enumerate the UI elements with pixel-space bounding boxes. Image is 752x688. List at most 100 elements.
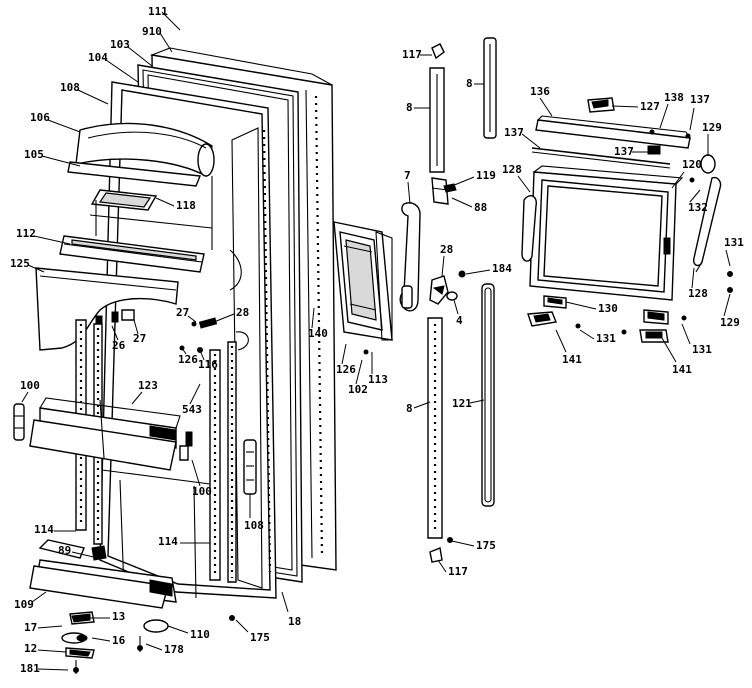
leader-line (112, 326, 118, 340)
leader-line (408, 182, 410, 204)
leader-line (72, 552, 98, 558)
part-number-label: 136 (530, 85, 550, 98)
callout-c125: 125 (10, 257, 44, 272)
leader-line (690, 108, 694, 130)
callout-c16: 16 (92, 634, 126, 647)
side-handle-128-left (522, 196, 536, 261)
leader-line (38, 669, 68, 670)
callout-c175a: 175 (236, 620, 270, 644)
leader-line (682, 324, 690, 344)
part-number-label: 184 (492, 262, 512, 275)
part-number-label: 910 (142, 25, 162, 38)
leader-line (690, 190, 700, 202)
part-number-label: 113 (368, 373, 388, 386)
trim-8-lower (428, 318, 442, 538)
callout-c8a: 8 (406, 101, 430, 114)
part-number-label: 128 (502, 163, 522, 176)
callout-c103: 103 (110, 38, 152, 66)
trim-8-tall (484, 38, 496, 138)
part-number-label: 137 (690, 93, 710, 106)
callout-c131c: 131 (682, 324, 712, 356)
callout-c105: 105 (24, 148, 80, 166)
part-number-label: 100 (20, 379, 40, 392)
part-number-label: 128 (688, 287, 708, 300)
callout-c138: 138 (660, 91, 684, 128)
leader-line (414, 402, 430, 408)
bracket-119 (432, 178, 456, 204)
callout-c184: 184 (466, 262, 512, 275)
leader-line (34, 236, 70, 244)
leader-line (106, 60, 138, 82)
callout-c121: 121 (452, 397, 484, 410)
part-number-label: 131 (596, 332, 616, 345)
callout-c26: 26 (112, 326, 126, 352)
leader-line (466, 270, 490, 274)
part-number-label: 8 (406, 402, 413, 415)
leader-line (92, 638, 110, 641)
leader-line (566, 302, 596, 309)
callout-c137a: 137 (690, 93, 710, 130)
part-number-label: 117 (448, 565, 468, 578)
part-number-label: 17 (24, 621, 37, 634)
callout-c127: 127 (612, 100, 660, 113)
part-number-label: 114 (34, 523, 54, 536)
hinge-130 (544, 296, 668, 324)
trim-strip-137 (532, 146, 670, 168)
leader-line (442, 256, 444, 276)
callout-c7: 7 (404, 169, 411, 204)
part-number-label: 181 (20, 662, 40, 675)
part-number-label: 100 (192, 485, 212, 498)
part-number-label: 109 (14, 598, 34, 611)
callout-c132: 132 (688, 190, 708, 214)
vent-118 (92, 190, 156, 210)
leader-line (214, 314, 234, 322)
part-number-label: 108 (60, 81, 80, 94)
leader-line (128, 47, 152, 66)
callout-c17: 17 (24, 621, 62, 634)
part-number-label: 175 (250, 631, 270, 644)
trim-108 (244, 440, 256, 494)
callout-c175b: 175 (452, 539, 496, 552)
part-number-label: 105 (24, 148, 44, 161)
hinge-117-lower (430, 538, 453, 563)
leader-line (28, 265, 44, 272)
part-number-label: 120 (682, 158, 702, 171)
hinge-141 (528, 312, 668, 342)
leader-line (182, 348, 186, 354)
leader-line (48, 120, 80, 132)
right-screws (682, 272, 733, 321)
part-number-label: 28 (236, 306, 249, 319)
dispenser-frame (530, 166, 682, 300)
callout-c126: 126 (178, 348, 198, 366)
part-number-label: 112 (16, 227, 36, 240)
part-number-label: 130 (598, 302, 618, 315)
leader-line (282, 592, 288, 612)
leader-line (540, 98, 552, 116)
leader-line (312, 308, 314, 328)
part-number-label: 28 (440, 243, 453, 256)
part-number-label: 88 (474, 201, 487, 214)
callout-c181: 181 (20, 662, 68, 675)
callout-c100b: 100 (192, 460, 212, 498)
callout-c28: 28 (214, 306, 249, 322)
rail-112 (60, 236, 204, 272)
callout-c117a: 117 (402, 48, 432, 61)
callout-c129a: 129 (702, 121, 722, 156)
callout-c112: 112 (16, 227, 70, 244)
leader-line (42, 156, 80, 166)
callout-c116: 116 (198, 350, 218, 371)
callout-c102: 102 (348, 360, 368, 396)
part-number-label: 27 (133, 332, 146, 345)
leader-line (160, 33, 172, 52)
leader-line (692, 268, 694, 288)
callout-c543: 543 (182, 384, 202, 416)
screw-175-left (230, 616, 235, 621)
part-number-label: 106 (30, 111, 50, 124)
callout-c27b: 27 (133, 320, 146, 345)
part-number-label: 110 (190, 628, 210, 641)
part-number-label: 111 (148, 5, 168, 18)
part-number-label: 137 (614, 145, 634, 158)
